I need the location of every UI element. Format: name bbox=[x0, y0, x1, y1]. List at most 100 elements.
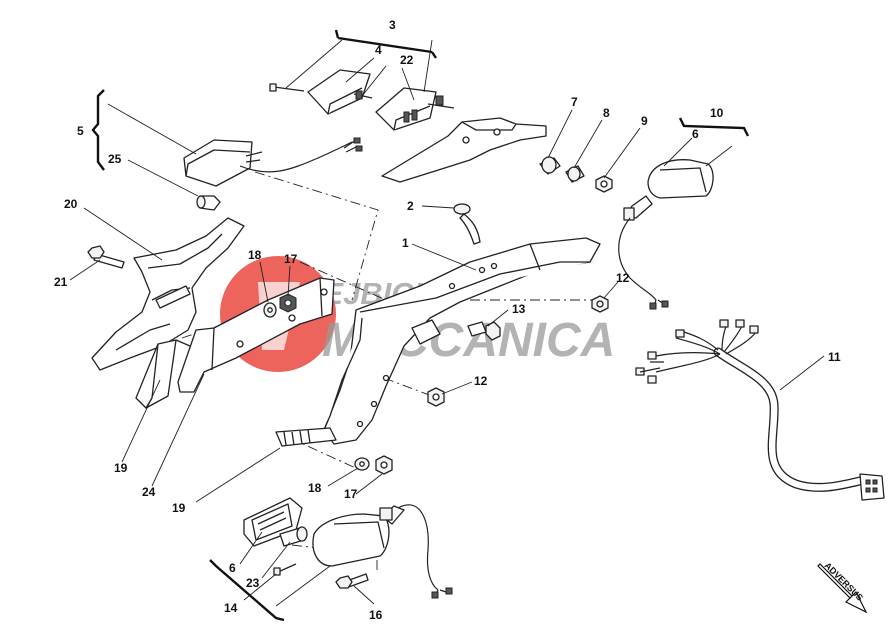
leader-line bbox=[69, 259, 101, 281]
lens-ridge bbox=[659, 167, 707, 193]
tail-light-studs bbox=[245, 151, 263, 163]
part-number: 18 bbox=[248, 248, 262, 262]
brace-group-10 bbox=[678, 117, 750, 137]
brace-group-14 bbox=[209, 559, 285, 622]
leader-line bbox=[285, 39, 343, 89]
alignment-line bbox=[299, 261, 387, 301]
bracket-hole bbox=[288, 314, 296, 322]
leader-line bbox=[603, 127, 641, 179]
leader-line bbox=[259, 261, 269, 303]
nut-hole bbox=[432, 393, 440, 401]
fender-boss bbox=[411, 319, 441, 345]
leader-line bbox=[239, 531, 263, 565]
part-number: 17 bbox=[344, 487, 358, 501]
lamp-terminal bbox=[435, 95, 444, 106]
wire-terminal bbox=[445, 587, 453, 595]
part-number: 1 bbox=[402, 236, 409, 250]
leader-line bbox=[345, 57, 375, 83]
stud-threads bbox=[283, 429, 311, 446]
bracket-hole bbox=[236, 340, 244, 348]
harness-branch bbox=[723, 325, 743, 353]
part-number: 12 bbox=[474, 374, 488, 388]
fender-hole bbox=[478, 266, 486, 274]
alignment-line bbox=[383, 377, 433, 397]
wire-terminal bbox=[355, 145, 363, 152]
screw-head bbox=[269, 83, 277, 92]
license-lamp-left bbox=[307, 69, 371, 115]
leader-line bbox=[151, 373, 205, 487]
harness-sheath bbox=[713, 347, 869, 492]
harness-branch bbox=[725, 331, 757, 355]
part-number: 19 bbox=[172, 501, 186, 515]
nut-part-13 bbox=[485, 321, 501, 341]
alignment-line bbox=[289, 437, 361, 471]
nut-hole bbox=[600, 180, 608, 188]
stud-part-19-lower bbox=[275, 427, 337, 447]
lamp-support-bracket bbox=[381, 117, 547, 183]
leader-line bbox=[121, 379, 161, 463]
right-turn-signal bbox=[618, 159, 714, 310]
part-number: 17 bbox=[284, 252, 298, 266]
part-number: 12 bbox=[616, 271, 630, 285]
bracket-hole bbox=[493, 128, 501, 136]
license-light-assembly bbox=[269, 69, 455, 131]
harness-branch bbox=[655, 353, 721, 373]
screw-head bbox=[87, 245, 105, 259]
bracket-fold bbox=[211, 277, 323, 371]
cable-tie-strap bbox=[459, 213, 481, 245]
wire-terminal bbox=[353, 137, 361, 144]
leader-line bbox=[779, 355, 825, 391]
cable-tie-head bbox=[453, 203, 471, 215]
brace-group-5 bbox=[91, 89, 105, 171]
wire-terminal bbox=[647, 375, 657, 384]
leader-line bbox=[355, 473, 383, 495]
reflector-stud bbox=[175, 339, 191, 347]
wiring-harness-part-11 bbox=[635, 319, 885, 501]
direction-marker: ADVERSUS bbox=[817, 560, 868, 614]
leader-line bbox=[663, 137, 693, 167]
leader-lines bbox=[69, 39, 825, 607]
part-number: 18 bbox=[308, 481, 322, 495]
wire-terminal bbox=[719, 319, 729, 328]
bracket-hole bbox=[462, 136, 470, 144]
reflector-part-19 bbox=[135, 339, 191, 409]
fender-inner-edge bbox=[323, 317, 363, 431]
harness-connector bbox=[859, 473, 885, 501]
connector-pin bbox=[865, 487, 871, 493]
part-number: 7 bbox=[571, 95, 578, 109]
fender-hole bbox=[356, 420, 364, 428]
wire-leads bbox=[639, 361, 664, 373]
nut-hole bbox=[284, 299, 292, 307]
leader-line bbox=[353, 585, 375, 605]
leader-line bbox=[275, 565, 331, 607]
tail-light-edge bbox=[185, 149, 251, 177]
wire-terminal bbox=[431, 591, 439, 599]
leader-line bbox=[547, 109, 573, 159]
grommet-face bbox=[541, 156, 557, 174]
wire-terminal bbox=[661, 300, 669, 308]
harness-branch bbox=[683, 331, 719, 351]
lens-screw bbox=[277, 563, 297, 573]
tail-light-assembly bbox=[183, 137, 363, 211]
alignment-line bbox=[254, 171, 379, 301]
screw-head bbox=[273, 567, 281, 576]
part-number: 11 bbox=[828, 350, 841, 364]
wire-terminal bbox=[647, 351, 657, 360]
rear-fender-part-1 bbox=[323, 237, 601, 445]
stud-body bbox=[275, 427, 337, 447]
spacer-face bbox=[567, 166, 581, 182]
leader-line bbox=[441, 381, 473, 395]
leader-line bbox=[573, 119, 603, 169]
license-plate-holder bbox=[87, 217, 245, 371]
leader-line bbox=[195, 447, 281, 503]
turn-signal-wire bbox=[397, 504, 439, 591]
leader-line bbox=[411, 243, 477, 271]
lens-ribs bbox=[257, 511, 287, 531]
stem-nut bbox=[623, 207, 635, 221]
wire-terminal bbox=[749, 325, 759, 334]
connector-pin bbox=[865, 479, 871, 485]
fender-hole bbox=[370, 400, 378, 408]
bracket-hole bbox=[320, 288, 328, 296]
